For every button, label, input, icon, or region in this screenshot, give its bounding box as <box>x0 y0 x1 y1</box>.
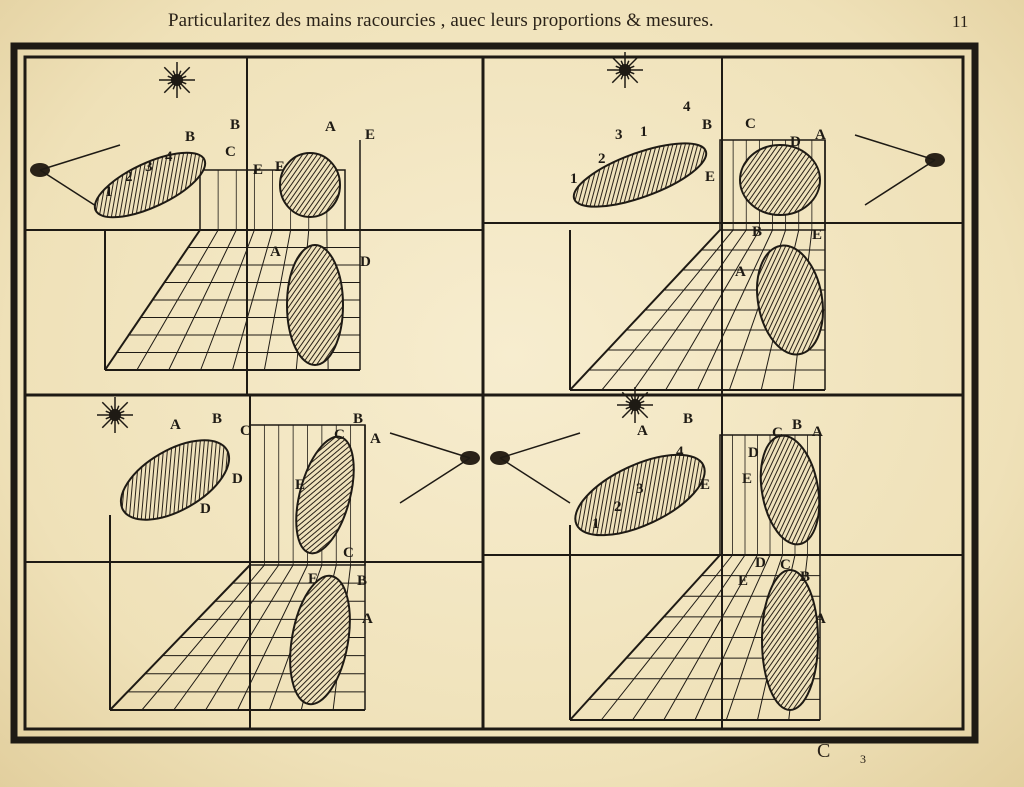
sun-icon <box>629 399 641 411</box>
figure-label: D <box>232 471 243 487</box>
figure-label: E <box>812 227 823 243</box>
sight-line <box>389 432 471 459</box>
floor-grid-line <box>232 229 273 371</box>
signature-mark: C <box>817 740 831 762</box>
running-head: Particularitez des mains racourcies , au… <box>168 10 714 31</box>
figure-label: C <box>225 144 236 160</box>
figure-label: B <box>230 117 241 133</box>
figure-label: E <box>295 477 306 493</box>
figure-label: B <box>752 224 763 240</box>
figure-label: A <box>370 431 381 447</box>
floor-grid-line <box>694 554 771 721</box>
figure-label: 1 <box>570 171 578 187</box>
figure-label: D <box>200 501 211 517</box>
hand-drawing <box>574 453 706 537</box>
figure-label: A <box>170 417 181 433</box>
sun-icon <box>619 64 631 76</box>
figure-label: A <box>362 611 373 627</box>
figure-label: A <box>325 119 336 135</box>
sight-line <box>399 457 471 504</box>
figure-label: A <box>815 127 826 143</box>
figure-label: 3 <box>636 481 644 497</box>
figure-label: C <box>772 425 783 441</box>
figure-label: B <box>702 117 713 133</box>
hand-drawing <box>289 574 351 706</box>
hand-drawing <box>295 435 355 555</box>
figure-label: D <box>748 445 759 461</box>
figure-label: 4 <box>165 149 173 165</box>
figure-label: 1 <box>592 516 600 532</box>
hand-drawing <box>739 144 821 216</box>
floor-grid-line <box>697 229 773 391</box>
figure-label: 1 <box>640 124 648 140</box>
figure-label: C <box>334 427 345 443</box>
hand-drawing <box>756 244 824 356</box>
sight-line <box>39 144 121 171</box>
figure-label: C <box>745 116 756 132</box>
figure-label: 2 <box>598 151 606 167</box>
figure-label: E <box>253 162 264 178</box>
figure-label: A <box>812 424 823 440</box>
figure-label: E <box>308 571 319 587</box>
sun-icon <box>109 409 121 421</box>
figure-label: D <box>755 555 766 571</box>
sight-line <box>499 457 571 504</box>
figure-label: B <box>185 129 196 145</box>
figure-label: A <box>815 611 826 627</box>
figure-label: B <box>800 569 811 585</box>
figure-label: A <box>270 244 281 260</box>
figure-label: D <box>790 134 801 150</box>
figure-label: D <box>360 254 371 270</box>
figure-label: B <box>683 411 694 427</box>
figure-label: E <box>365 127 376 143</box>
inner-frame <box>23 55 965 731</box>
figure-label: E <box>738 573 749 589</box>
sun-icon <box>171 74 183 86</box>
figure-label: B <box>353 411 364 427</box>
hand-drawing <box>572 142 708 208</box>
figure-label: B <box>792 417 803 433</box>
figure-label: 4 <box>683 99 691 115</box>
floor-grid-line <box>263 229 292 371</box>
figure-label: 3 <box>145 159 153 175</box>
figure-label: B <box>212 411 223 427</box>
figure-label: A <box>735 264 746 280</box>
figure-label: F <box>275 159 285 175</box>
figure-label: E <box>700 477 711 493</box>
figure-panels <box>25 52 963 729</box>
figure-label: E <box>705 169 716 185</box>
floor-grid-line <box>237 564 308 711</box>
hand-drawing <box>119 439 231 521</box>
sight-line <box>864 159 936 206</box>
hand-drawing <box>761 569 819 711</box>
figure-label: B <box>357 573 368 589</box>
hand-drawing <box>279 152 341 218</box>
figure-label: E <box>742 471 753 487</box>
signature-number: 3 <box>860 752 866 766</box>
figure-label: 2 <box>125 169 133 185</box>
figure-label: C <box>780 557 791 573</box>
outer-frame <box>10 42 979 744</box>
figure-label: C <box>240 423 251 439</box>
figure-label: 3 <box>615 127 623 143</box>
hand-drawing <box>286 244 344 366</box>
sight-line <box>499 432 581 459</box>
figure-label: 4 <box>676 444 684 460</box>
figure-label: 2 <box>614 499 622 515</box>
sight-line <box>854 134 936 161</box>
figure-label: A <box>637 423 648 439</box>
hand-drawing <box>93 151 207 219</box>
figure-label: 1 <box>105 184 113 200</box>
hand-drawing <box>759 434 821 546</box>
figure-label: C <box>343 545 354 561</box>
page-number: 11 <box>952 12 969 31</box>
